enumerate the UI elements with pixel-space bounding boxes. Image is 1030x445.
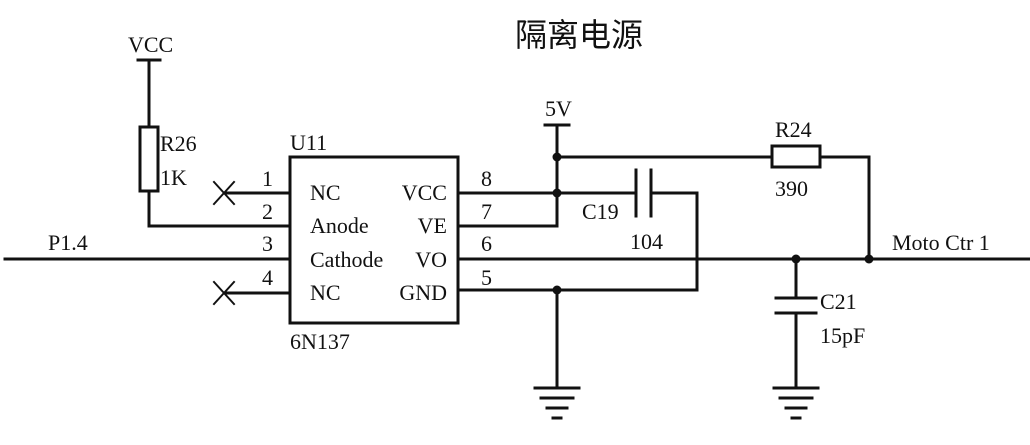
net-input-label: P1.4 [48,230,88,255]
no-connect-pin4-icon [212,280,236,306]
resistor-r26 [138,125,160,193]
pin8-num: 8 [481,166,492,191]
pin2-num: 2 [262,199,273,224]
u11-part: 6N137 [290,329,350,354]
r26-value: 1K [160,165,187,190]
pin8-name: VCC [402,180,447,205]
pin2-name: Anode [310,213,369,238]
junction-dot [552,188,562,198]
pin7-name: VE [418,213,447,238]
pin5-name: GND [399,280,447,305]
pin1-name: NC [310,180,341,205]
ground-symbol-right-icon [772,386,820,420]
u11-ref: U11 [290,130,327,155]
pin5-num: 5 [481,265,492,290]
pin4-name: NC [310,280,341,305]
pin6-name: VO [415,247,447,272]
c21-ref: C21 [820,289,857,314]
junction-dot [864,254,874,264]
capacitor-c21 [774,296,818,315]
net-output-label: Moto Ctr 1 [892,230,990,255]
5v-power-symbol [543,123,571,228]
capacitor-c19 [634,168,653,218]
c19-ref: C19 [582,199,619,224]
vcc-power-symbol [136,58,162,129]
c21-value: 15pF [820,323,865,348]
pin4-num: 4 [262,265,273,290]
r24-ref: R24 [775,117,812,142]
r26-ref: R26 [160,131,197,156]
pin3-num: 3 [262,231,273,256]
resistor-r24 [770,144,822,169]
no-connect-pin1-icon [212,180,236,206]
pin3-name: Cathode [310,247,383,272]
pin7-num: 7 [481,199,492,224]
r24-value: 390 [775,176,808,201]
u11-body [288,155,460,325]
vcc-label: VCC [128,32,173,57]
c19-value: 104 [630,229,663,254]
diagram-title: 隔离电源 [515,16,643,54]
pin6-num: 6 [481,231,492,256]
5v-label: 5V [545,96,572,121]
pin1-num: 1 [262,166,273,191]
ground-symbol-left-icon [533,386,581,420]
